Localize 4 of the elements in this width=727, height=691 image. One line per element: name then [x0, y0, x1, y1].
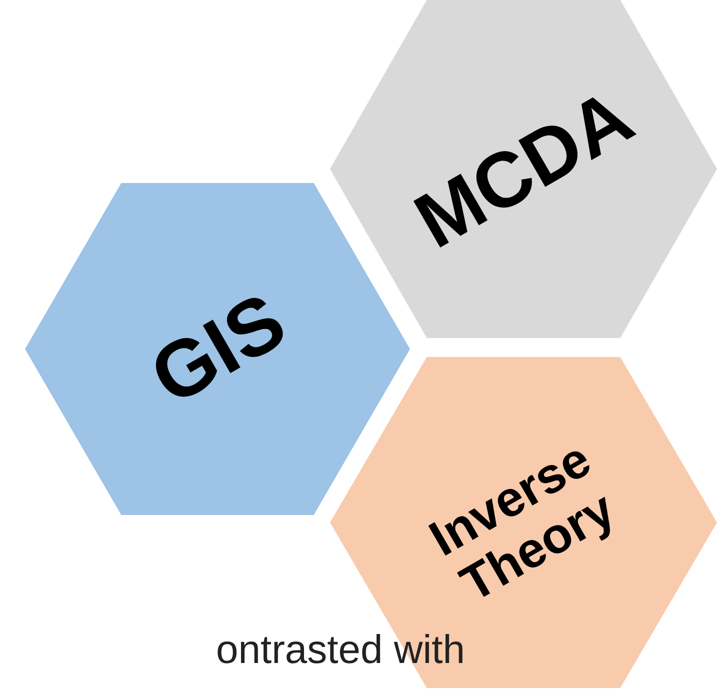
hexagon-label: GIS [136, 276, 300, 422]
hexagon [330, 0, 717, 338]
text-fragment: ontrasted with [216, 628, 466, 673]
hexagon [25, 183, 410, 515]
